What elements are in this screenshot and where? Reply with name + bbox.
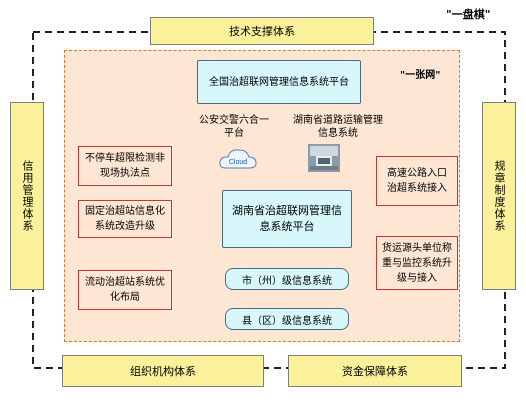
city-system: 市（州）级信息系统 <box>225 268 349 290</box>
right-box-2: 货运源头单位称重与监控系统升级与接入 <box>376 236 458 290</box>
cloud-label: Cloud <box>229 159 247 166</box>
national-platform: 全国治超联网管理信息系统平台 <box>197 60 361 104</box>
right-box-1: 高速公路入口治超系统接入 <box>376 156 458 206</box>
left-box-2: 固定治超站信息化系统改造升级 <box>78 200 172 238</box>
support-bottom-left: 组织机构体系 <box>62 355 264 387</box>
support-left: 信用管理体系 <box>10 102 44 290</box>
central-platform: 湖南省治超联网管理信息系统平台 <box>222 190 352 248</box>
cloud-icon: Cloud <box>219 149 257 169</box>
support-bottom-right: 资金保障体系 <box>288 355 462 387</box>
transport-system-label: 湖南省道路运输管理信息系统 <box>293 115 383 139</box>
support-top: 技术支撑体系 <box>150 17 374 45</box>
left-box-3: 流动治超站系统优化布局 <box>78 270 172 310</box>
outer-label: "一盘棋" <box>446 8 491 21</box>
inner-label: "一张网" <box>400 70 441 81</box>
left-box-1: 不停车超限检测非现场执法点 <box>78 146 172 186</box>
county-system: 县（区）级信息系统 <box>225 308 349 330</box>
traffic-camera-icon <box>308 144 340 172</box>
support-right: 规章制度体系 <box>482 102 516 290</box>
police-platform-label: 公安交警六合一平台 <box>199 115 269 139</box>
